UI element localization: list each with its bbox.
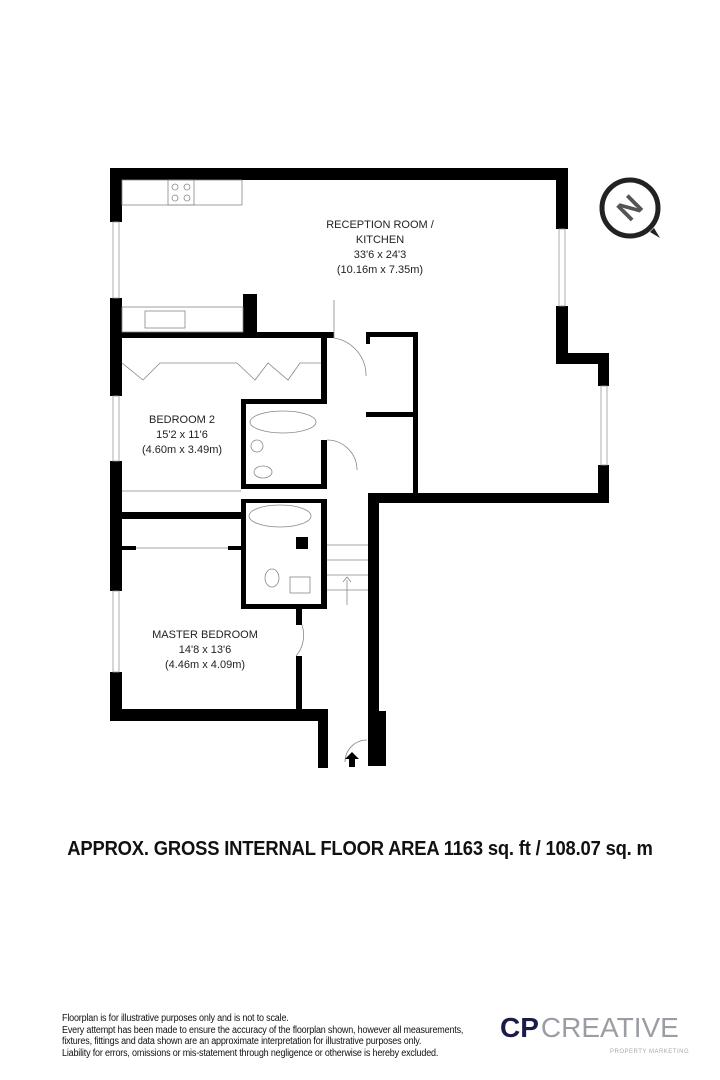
- compass-ring-icon: [599, 177, 661, 239]
- disclaimer-line: Every attempt has been made to ensure th…: [62, 1024, 464, 1036]
- bath-icon: [249, 410, 317, 434]
- entrance-arrow-icon: [345, 752, 359, 767]
- room-label-reception: RECEPTION ROOM / KITCHEN 33'6 x 24'3 (10…: [300, 218, 460, 278]
- room-name: BEDROOM 2: [148, 414, 215, 426]
- logo-tagline: PROPERTY MARKETING: [610, 1049, 690, 1055]
- room-dimensions-imperial: 33'6 x 24'3: [353, 249, 407, 261]
- room-label-bedroom-2: BEDROOM 2 15'2 x 11'6 (4.60m x 3.49m): [122, 413, 242, 458]
- logo-wordmark: CP CREATIVE: [500, 1012, 700, 1044]
- disclaimer-line: fixtures, fittings and data shown are an…: [62, 1036, 422, 1047]
- floor-area-text: APPROX. GROSS INTERNAL FLOOR AREA 1163 s…: [67, 838, 653, 860]
- logo-creative: CREATIVE: [540, 1012, 679, 1043]
- walls: [110, 168, 609, 768]
- disclaimer-line: Floorplan is for illustrative purposes o…: [62, 1013, 289, 1024]
- fixtures: [121, 179, 368, 763]
- room-name: MASTER BEDROOM: [152, 629, 258, 641]
- room-label-master-bedroom: MASTER BEDROOM 14'8 x 13'6 (4.46m x 4.09…: [135, 628, 275, 673]
- room-dimensions-metric: (10.16m x 7.35m): [336, 264, 424, 276]
- compass-north-label: N: [611, 189, 650, 228]
- sink-icon: [144, 310, 186, 329]
- room-name: RECEPTION ROOM /: [326, 219, 434, 231]
- room-dimensions-imperial: 14'8 x 13'6: [178, 644, 232, 656]
- room-name: KITCHEN: [355, 234, 405, 246]
- room-dimensions-metric: (4.60m x 3.49m): [141, 444, 223, 456]
- disclaimer-line: Liability for errors, omissions or mis-s…: [62, 1047, 439, 1059]
- windows: [112, 221, 608, 673]
- hob-icon: [167, 179, 195, 206]
- compass: N: [599, 177, 661, 239]
- logo-cp: CP: [500, 1012, 539, 1043]
- room-dimensions-imperial: 15'2 x 11'6: [156, 429, 208, 441]
- room-dimensions-metric: (4.46m x 4.09m): [164, 659, 246, 671]
- floorplan: N: [110, 168, 661, 768]
- company-logo: CP CREATIVE PROPERTY MARKETING: [500, 1012, 700, 1062]
- bath-icon: [248, 504, 312, 528]
- disclaimer: Floorplan is for illustrative purposes o…: [62, 1013, 485, 1059]
